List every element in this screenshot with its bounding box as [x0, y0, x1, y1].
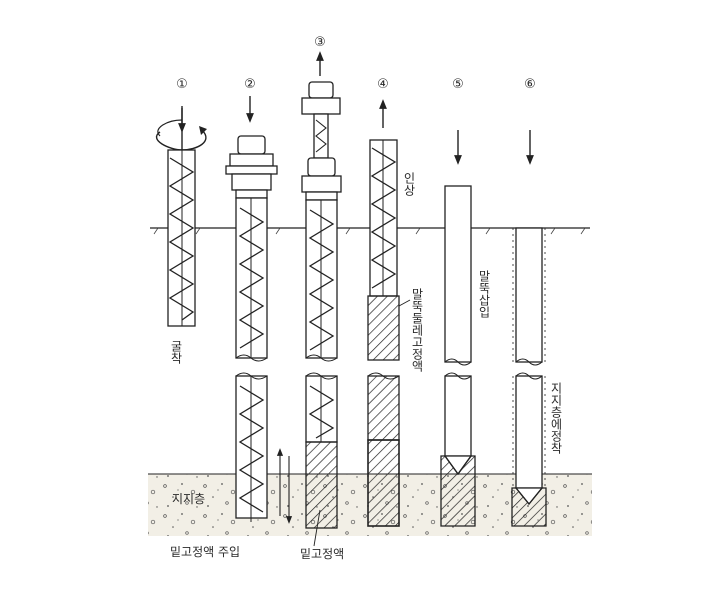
step-3-base-grout	[305, 441, 338, 529]
step-1-auger-spiral	[168, 157, 195, 321]
pile-surrounding-grout-leader	[398, 299, 411, 307]
step-5-label: 말뚝삽입	[477, 270, 491, 318]
step-4-label: 인상	[402, 172, 416, 196]
step-5-pile-insertion	[440, 130, 476, 527]
grout-injection-label: 밑고정액 주입	[170, 545, 240, 559]
step-2-casing	[225, 96, 293, 524]
step-5-base-grout	[440, 455, 476, 527]
pile-surrounding-grout-label: 말뚝둘레고정액	[410, 288, 424, 372]
step-4-grout-upper	[367, 295, 400, 361]
step-2-drive-head	[237, 135, 266, 155]
step-6-pile-lower	[515, 375, 543, 489]
step-3-casing	[301, 51, 342, 547]
step-6-base-grout	[511, 487, 547, 527]
step-5-number: ⑤	[452, 77, 464, 92]
step-4-base-grout	[367, 439, 400, 527]
ground-surface-ticks	[153, 227, 586, 235]
step-4-number: ④	[377, 77, 389, 92]
step-4-lifting	[367, 99, 411, 527]
base-grout-label: 밑고정액	[300, 547, 344, 561]
step-6-number: ⑥	[524, 77, 536, 92]
step-1-excavation	[155, 106, 207, 327]
step-6-pile-upper	[515, 227, 543, 363]
rotation-arrow-icon	[155, 129, 207, 151]
step-4-grout-lower-top	[367, 375, 400, 441]
base-grout-leader	[313, 509, 321, 547]
step-1-number: ①	[176, 77, 188, 92]
step-1-label: 굴착	[169, 340, 183, 364]
bearing-layer-label: 지지층	[172, 492, 205, 506]
step-5-pile-upper	[444, 185, 472, 363]
step-5-pile-lower	[444, 375, 472, 457]
step-3-number: ③	[314, 35, 326, 50]
step-6-label: 지지층에정착	[549, 382, 563, 454]
step-2-number: ②	[244, 77, 256, 92]
step-6-settling	[511, 130, 547, 527]
